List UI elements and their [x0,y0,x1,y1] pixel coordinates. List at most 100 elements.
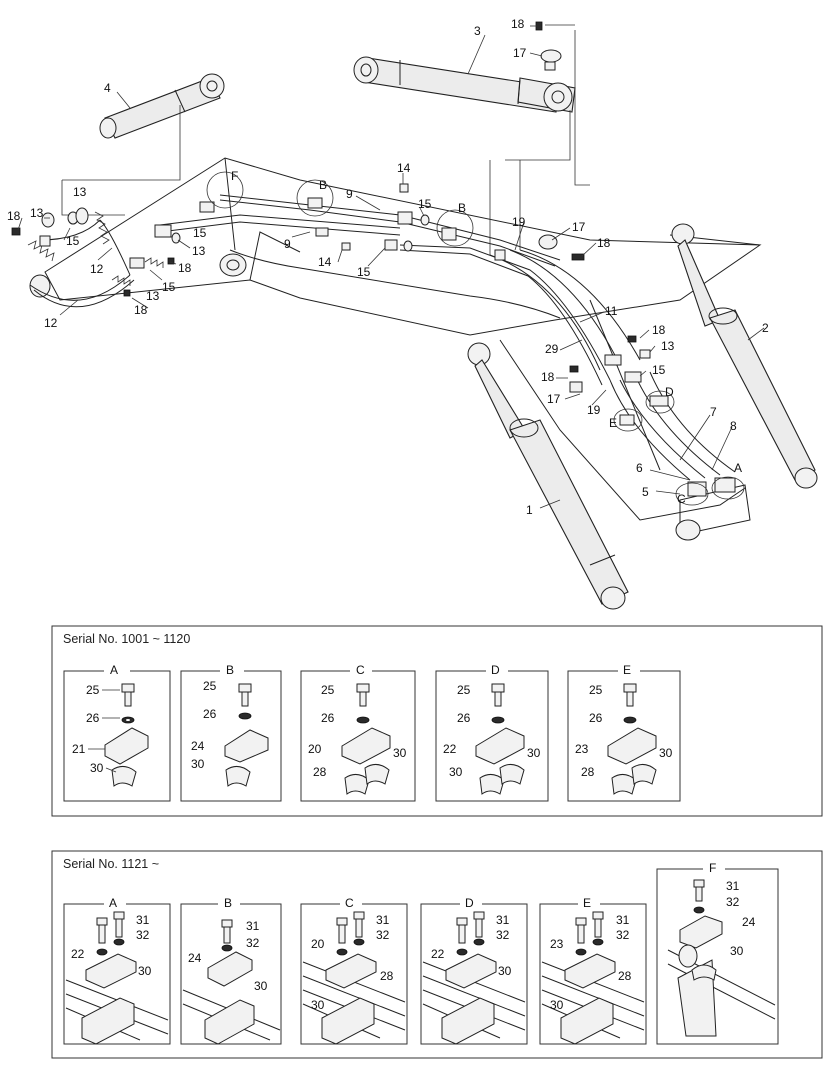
s1-d-half-no: 30 [527,746,541,760]
s2-b-half-no: 30 [254,979,268,993]
s1-b-clamp-no: 24 [191,739,205,753]
s2-b-bolt-no: 31 [246,919,260,933]
s1-panel-a: A 25 26 21 30 [63,663,171,802]
s2-panel-c-letter: C [345,896,354,910]
callout-17-r3: 17 [547,392,561,406]
s2-panel-d: D 31 32 22 30 [420,896,528,1045]
s1-b-bolt-no: 25 [203,679,217,693]
callout-15-e: 15 [357,265,371,279]
detail-circle-a [711,476,745,500]
callout-13-r2: 13 [661,339,675,353]
callout-12-a: 12 [90,262,104,276]
s2-e-bolt-no: 31 [616,913,630,927]
s2-a-washer-no: 32 [136,928,150,942]
callout-8: 8 [730,419,737,433]
s1-e-half-no: 30 [659,746,673,760]
callout-leaders [17,25,765,509]
callout-18-c: 18 [134,303,148,317]
s2-c-clamp-no: 20 [311,937,325,951]
s1-panel-c-letter: C [356,663,365,677]
s2-c-bolt-no: 31 [376,913,390,927]
s2-panel-d-letter: D [465,896,474,910]
s2-e-half2-no: 30 [550,998,564,1012]
s1-e-half2-no: 28 [581,765,595,779]
callout-18-left: 18 [7,209,21,223]
callout-labels: 18 17 3 4 14 9 15 13 13 18 15 12 12 13 1… [7,17,769,517]
s1-d-bolt-no: 25 [457,683,471,697]
s2-f-bolt-no: 31 [726,879,740,893]
guide-lines [61,24,590,255]
s1-panel-e: E 25 26 23 30 28 [567,663,681,802]
callout-a: A [734,461,742,475]
s2-d-half-no: 30 [498,964,512,978]
s1-d-clamp-no: 22 [443,742,457,756]
callout-b1: B [319,178,327,192]
cylinder-2 [671,223,818,489]
hardware-items [11,21,736,497]
detail-circle-d [645,390,675,414]
s1-panel-d: D 25 26 22 30 30 [435,663,549,802]
callout-15-left: 15 [66,234,80,248]
callout-5: 5 [642,485,649,499]
s1-c-half2-no: 28 [313,765,327,779]
s1-c-half-no: 30 [393,746,407,760]
callout-7: 7 [710,405,717,419]
callout-11: 11 [605,304,618,318]
s1-d-washer-no: 26 [457,711,471,725]
s1-a-bolt-no: 25 [86,683,100,697]
s2-f-half-no: 30 [730,944,744,958]
callout-13-a: 13 [73,185,87,199]
callout-29: 29 [545,342,559,356]
callout-14-b: 14 [318,255,332,269]
s2-a-half-no: 30 [138,964,152,978]
detail-circle-e [613,408,643,432]
callout-1: 1 [526,503,533,517]
callout-18-r3: 18 [541,370,555,384]
callout-9-top: 9 [346,187,353,201]
s2-f-washer-no: 32 [726,895,740,909]
detail-circle-f [206,171,244,209]
s2-panel-a-letter: A [109,896,117,910]
cylinder-3 [353,56,576,113]
boom-body [29,157,762,541]
callout-2: 2 [762,321,769,335]
s2-d-bolt-no: 31 [496,913,510,927]
s1-panel-a-letter: A [110,663,118,677]
callout-3: 3 [474,24,481,38]
s1-panel-d-letter: D [491,663,500,677]
cylinder-1 [467,342,629,610]
main-exploded-view: 18 17 3 4 14 9 15 13 13 18 15 12 12 13 1… [7,17,818,610]
s2-d-clamp-no: 22 [431,947,445,961]
callout-e: E [609,416,617,430]
s2-panel-e-letter: E [583,896,591,910]
s1-c-washer-no: 26 [321,711,335,725]
detail-circle-c [675,482,709,506]
s1-b-half-no: 30 [191,757,205,771]
callout-13-d: 13 [192,244,206,258]
callout-18-right: 18 [597,236,611,250]
s2-e-half-no: 28 [618,969,632,983]
callout-15-r2: 15 [652,363,666,377]
s2-panel-a: A 31 32 22 30 [63,896,171,1045]
callout-18-r2: 18 [652,323,666,337]
s2-panel-b-letter: B [224,896,232,910]
detail-circle-b2 [436,209,474,247]
s1-e-bolt-no: 25 [589,683,603,697]
callout-13-b: 13 [30,206,44,220]
s1-c-clamp-no: 20 [308,742,322,756]
s2-panel-b: B 31 32 24 30 [180,896,282,1045]
s2-panel-c: C 31 32 20 28 30 [300,896,408,1045]
s2-f-clamp-no: 24 [742,915,756,929]
callout-18-d: 18 [178,261,192,275]
s1-c-bolt-no: 25 [321,683,335,697]
s1-e-clamp-no: 23 [575,742,589,756]
s2-b-washer-no: 32 [246,936,260,950]
section-2-title: Serial No. 1121 ~ [63,857,159,871]
callout-b2: B [458,201,466,215]
s1-e-washer-no: 26 [589,711,603,725]
s2-d-washer-no: 32 [496,928,510,942]
s2-a-bolt-no: 31 [136,913,150,927]
s1-panel-b: B 25 26 24 30 [180,663,282,802]
section-1-title: Serial No. 1001 ~ 1120 [63,632,190,646]
